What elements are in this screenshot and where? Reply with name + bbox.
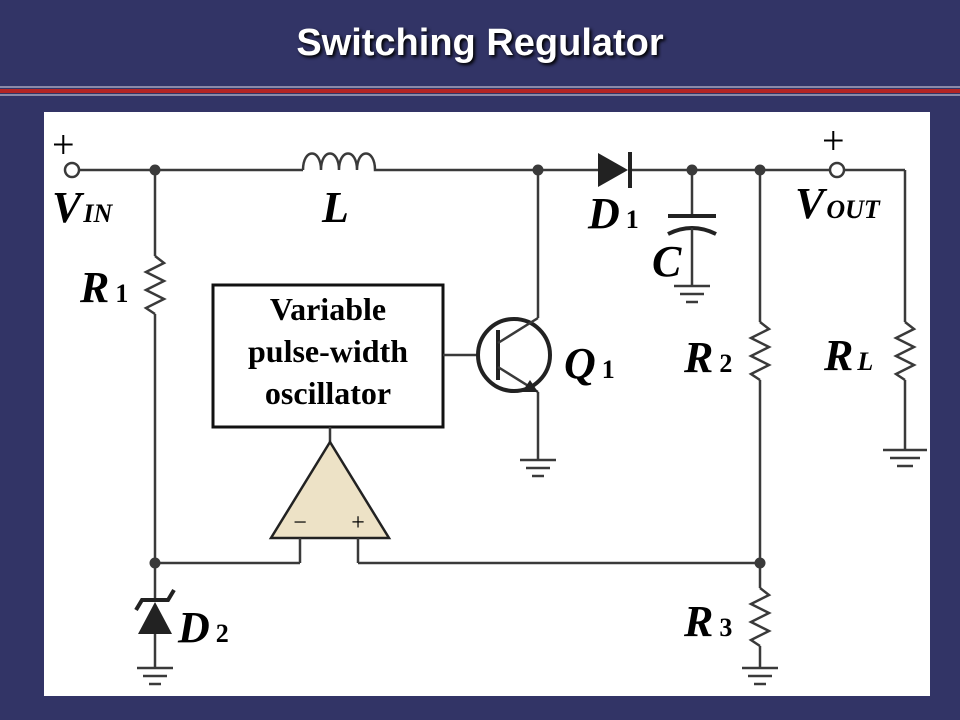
title-rule-top: [0, 86, 960, 88]
title-rule-bottom: [0, 94, 960, 96]
inductor-label: L: [321, 183, 349, 232]
inductor-l: [301, 152, 378, 172]
comparator-op-amp: [268, 427, 392, 563]
resistor-r2: [748, 170, 772, 588]
vout-label: VOUT: [795, 179, 881, 228]
capacitor-c: [667, 170, 717, 304]
title-rule-accent: [0, 89, 960, 93]
oscillator-text-line3: oscillator: [265, 375, 391, 411]
junction-dots: [149, 164, 766, 569]
input-terminal: [63, 161, 81, 179]
resistor-r1: [143, 170, 167, 563]
input-plus-sign: +: [52, 122, 75, 167]
resistor-r3: [742, 587, 778, 686]
oscillator-text-line1: Variable: [270, 291, 386, 327]
comparator-plus-sign: +: [351, 510, 365, 536]
capacitor-label: C: [652, 237, 682, 286]
zener-diode-d2: [134, 563, 176, 686]
output-plus-sign: +: [822, 118, 845, 163]
transistor-q1: [443, 170, 556, 478]
vin-label: VIN: [52, 183, 113, 232]
comparator-minus-sign: −: [293, 510, 307, 536]
oscillator-text-line2: pulse-width: [248, 333, 408, 369]
output-terminal: [828, 161, 846, 179]
oscillator-box: [211, 283, 445, 429]
slide-title: Switching Regulator: [296, 22, 664, 64]
diode-d1: [598, 152, 632, 188]
load-resistor-rl: [883, 170, 927, 468]
